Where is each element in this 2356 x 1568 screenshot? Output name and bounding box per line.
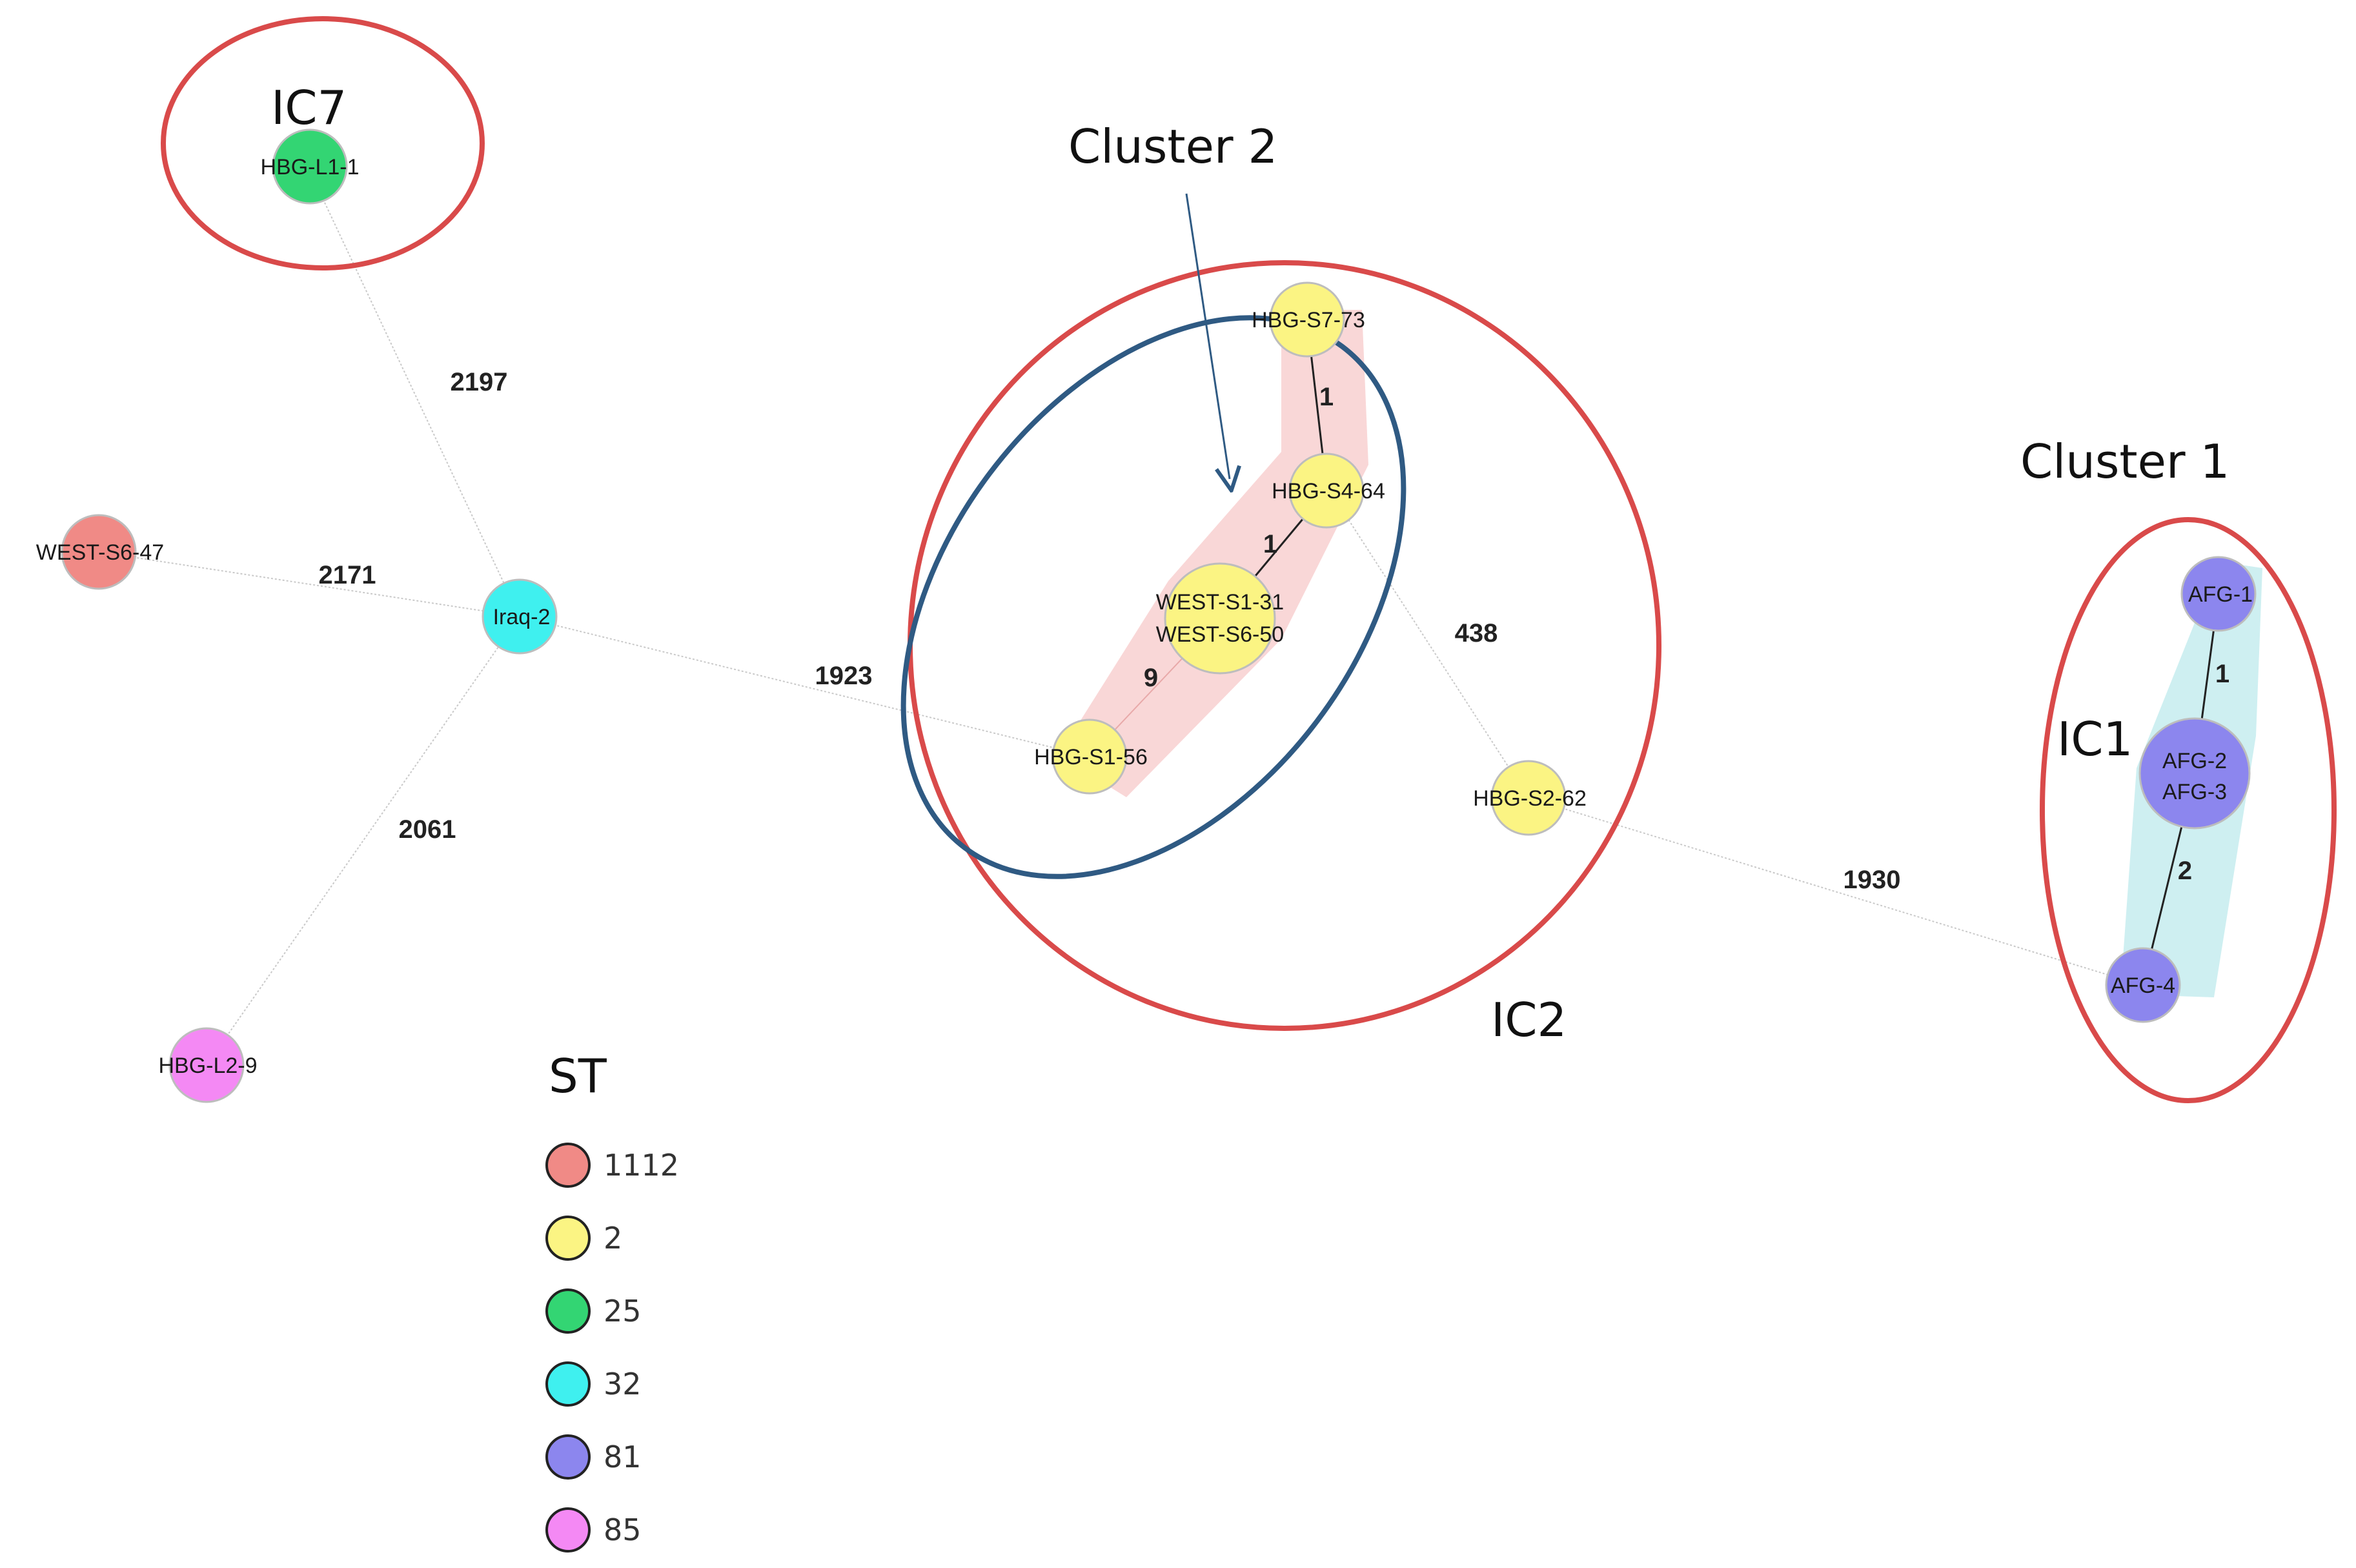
label-hbg-s4-64: HBG-S4-64	[1272, 479, 1385, 504]
weight-afg1-afg23: 1	[2215, 660, 2229, 688]
weight-west-s1-56: 9	[1144, 664, 1158, 692]
node-afg-2-3	[2138, 717, 2251, 830]
legend: ST 1112 2 25 32 81 85	[545, 1049, 679, 1553]
node-west-s1-31-s6-50	[1164, 562, 1276, 675]
long-edges	[98, 170, 2142, 1066]
legend-swatch-81	[545, 1434, 591, 1480]
cluster2-arrow	[1185, 193, 1230, 479]
node-afg-4	[2105, 947, 2181, 1023]
weight-iraq-hbg-l2: 2061	[399, 815, 456, 844]
legend-swatch-32	[545, 1361, 591, 1407]
node-iraq-2	[482, 578, 558, 655]
node-hbg-l1-1	[272, 128, 348, 205]
label-afg-1: AFG-1	[2188, 582, 2253, 607]
weight-s7-s4: 1	[1319, 383, 1334, 411]
edge-iraq-hbg-l2	[206, 616, 520, 1066]
node-hbg-s1-56	[1051, 718, 1128, 795]
ic1-ring	[2040, 517, 2337, 1103]
group-label-ic7: IC7	[271, 81, 347, 135]
group-label-cluster2: Cluster 2	[1068, 119, 1277, 174]
edge-iraq-hbg-l1	[309, 170, 520, 617]
label-iraq-2: Iraq-2	[493, 605, 551, 629]
edge-iraq-west-s6-47	[98, 551, 520, 617]
node-hbg-s2-62	[1490, 760, 1567, 836]
legend-label-81: 81	[604, 1440, 642, 1474]
node-hbg-s7-73	[1269, 281, 1345, 358]
label-hbg-l1-1: HBG-L1-1	[260, 155, 359, 179]
cluster2-ring	[900, 315, 1406, 879]
label-hbg-s7-73: HBG-S7-73	[1252, 308, 1365, 332]
label-afg-2: AFG-2	[2162, 749, 2227, 773]
label-west-s1-31: WEST-S1-31	[1156, 590, 1284, 615]
node-west-s6-47	[61, 514, 137, 590]
weight-iraq-hbg-l1: 2197	[451, 368, 508, 396]
node-hbg-s4-64	[1288, 453, 1365, 529]
weight-afg23-afg4: 2	[2178, 857, 2192, 885]
weight-s2-afg4: 1930	[1843, 866, 1901, 894]
legend-title: ST	[549, 1049, 607, 1103]
node-afg-1	[2180, 556, 2257, 632]
short-edges	[1219, 319, 2220, 986]
legend-swatch-1112	[545, 1143, 591, 1188]
label-hbg-s2-62: HBG-S2-62	[1473, 786, 1587, 811]
node-hbg-l2-9	[168, 1027, 245, 1103]
group-label-ic1: IC1	[2057, 712, 2133, 766]
group-label-ic2: IC2	[1491, 993, 1567, 1047]
ic7-ring	[161, 16, 485, 270]
cluster2-halo	[1059, 310, 1368, 797]
legend-label-2: 2	[604, 1221, 622, 1256]
group-label-cluster1: Cluster 1	[2020, 434, 2229, 489]
legend-label-32: 32	[604, 1367, 642, 1401]
edge-s4-s2	[1329, 490, 1529, 799]
weight-s4-west: 1	[1263, 530, 1277, 558]
edge-iraq-hbg-s1	[519, 616, 1090, 757]
label-hbg-l2-9: HBG-L2-9	[158, 1054, 257, 1078]
legend-swatch-85	[545, 1507, 591, 1553]
label-afg-4: AFG-4	[2111, 973, 2175, 998]
legend-label-25: 25	[604, 1294, 642, 1329]
legend-label-1112: 1112	[604, 1148, 679, 1183]
legend-label-85: 85	[604, 1512, 642, 1547]
weight-s4-s2: 438	[1455, 619, 1498, 647]
label-west-s6-47: WEST-S6-47	[36, 540, 164, 565]
weight-iraq-hbg-s1: 1923	[815, 662, 873, 690]
label-west-s6-50: WEST-S6-50	[1156, 622, 1284, 647]
label-afg-3: AFG-3	[2162, 780, 2227, 804]
legend-swatch-25	[545, 1288, 591, 1334]
nodes	[61, 128, 2257, 1103]
label-hbg-s1-56: HBG-S1-56	[1034, 745, 1148, 769]
weight-iraq-west-s6-47: 2171	[319, 561, 376, 589]
legend-swatch-2	[545, 1216, 591, 1261]
